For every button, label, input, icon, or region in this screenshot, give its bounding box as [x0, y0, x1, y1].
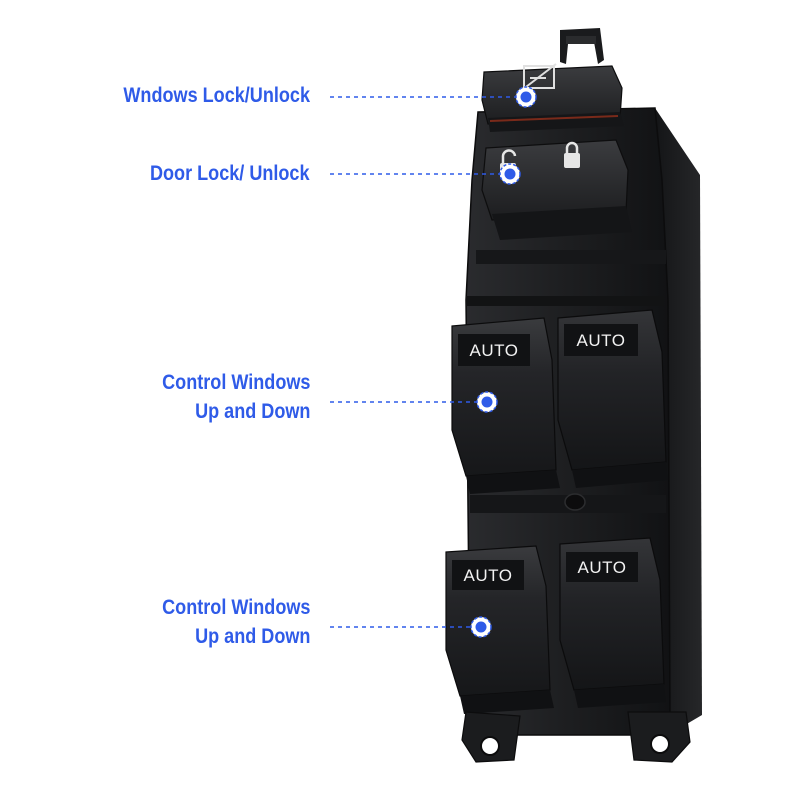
callout-marker: [470, 616, 492, 638]
housing-ridge: [476, 250, 666, 264]
mounting-tab-right: [627, 711, 691, 763]
callout-marker: [476, 391, 498, 413]
auto-badge: [452, 560, 524, 590]
callout-text: Wndows Lock/Unlock: [123, 84, 310, 107]
auto-label: AUTO: [470, 341, 519, 360]
auto-badge: [566, 552, 638, 582]
callout-text-line2: Up and Down: [194, 400, 310, 423]
callout-text-line2: Up and Down: [194, 625, 310, 648]
callout-marker: [499, 163, 521, 185]
auto-label: AUTO: [578, 558, 627, 577]
front-left-window-switch[interactable]: AUTO: [451, 317, 560, 494]
auto-badge: [458, 334, 530, 366]
mounting-tab-left: [461, 711, 521, 763]
callout-leaders: [330, 96, 515, 628]
rear-right-window-switch[interactable]: AUTO: [559, 537, 666, 708]
housing-ridge: [466, 296, 664, 306]
callout-rear-windows: Control Windows Up and Down: [162, 593, 310, 651]
front-right-window-switch[interactable]: AUTO: [557, 309, 668, 488]
window-lock-icon: [521, 63, 557, 91]
callout-marker: [515, 86, 537, 108]
callout-text: Door Lock/ Unlock: [150, 162, 310, 185]
rear-left-window-switch[interactable]: AUTO: [445, 545, 554, 714]
lock-icon: [564, 141, 580, 168]
callout-text-line1: Control Windows: [161, 371, 310, 394]
windows-lock-button[interactable]: [481, 63, 624, 132]
housing-screw: [564, 493, 586, 511]
callout-text-line1: Control Windows: [161, 596, 310, 619]
callout-door-lock: Door Lock/ Unlock: [150, 159, 310, 188]
auto-badge: [564, 324, 638, 356]
callout-windows-lock: Wndows Lock/Unlock: [123, 81, 310, 110]
callout-front-windows: Control Windows Up and Down: [162, 368, 310, 426]
connector-clip: [566, 36, 596, 44]
auto-label: AUTO: [464, 566, 513, 585]
door-lock-button[interactable]: [481, 139, 632, 240]
connector-clip: [560, 28, 604, 64]
auto-label: AUTO: [577, 331, 626, 350]
